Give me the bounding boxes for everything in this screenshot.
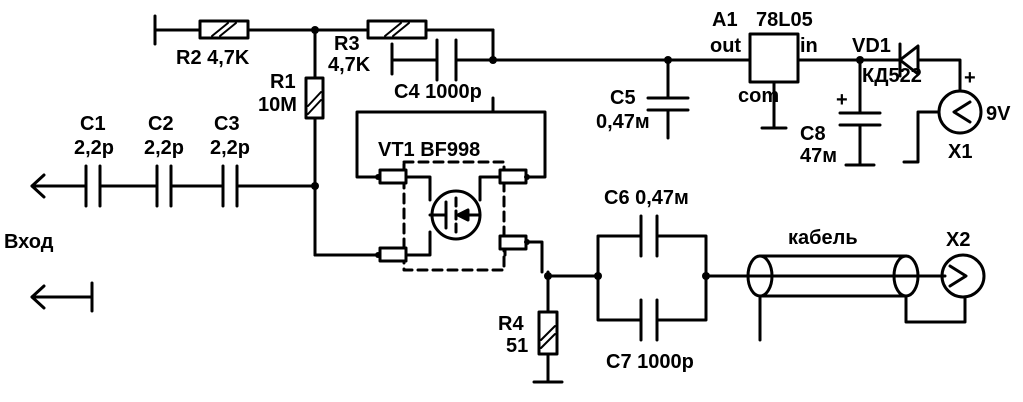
c6-label: C6 0,47м <box>604 187 689 209</box>
battery-voltage-label: 9V <box>986 103 1011 125</box>
resistor-r4 <box>532 270 564 384</box>
capacitor-c8 <box>838 58 882 167</box>
resistor-r3 <box>366 19 428 40</box>
ground-arrow <box>30 281 94 313</box>
mosfet-symbol <box>428 189 482 241</box>
a1-out-label: out <box>710 35 741 57</box>
junction-c6c7-right <box>702 272 710 280</box>
r3-value-label: 4,7K <box>328 54 371 76</box>
vd1-name-label: VD1 <box>852 35 891 57</box>
a1-name-label: A1 <box>712 9 738 31</box>
junction-top-rail <box>489 56 497 64</box>
c5-value-label: 0,47м <box>596 111 650 133</box>
input-arrow <box>30 173 87 199</box>
r1-name-label: R1 <box>270 71 296 93</box>
a1-part-label: 78L05 <box>756 9 813 31</box>
battery-plus-label: + <box>964 67 976 89</box>
r3-name-label: R3 <box>334 33 360 55</box>
r2-label: R2 4,7K <box>176 47 250 69</box>
c2-value-label: 2,2p <box>144 137 184 159</box>
output-coupling-wires <box>546 234 762 322</box>
vd1-part-label: КД522 <box>862 65 922 87</box>
junction-c5 <box>664 56 672 64</box>
c8-value-label: 47м <box>800 145 837 167</box>
vt1-label: VT1 BF998 <box>378 139 480 161</box>
x2-label: X2 <box>946 229 970 251</box>
c1-name-label: C1 <box>80 113 106 135</box>
diode-vd1 <box>898 42 962 92</box>
cable-label: кабель <box>788 227 858 249</box>
capacitor-c7 <box>639 298 659 342</box>
capacitor-c5 <box>646 58 690 140</box>
a1-in-label: in <box>800 35 818 57</box>
r4-name-label: R4 <box>498 313 524 335</box>
x1-label: X1 <box>948 141 972 163</box>
c3-value-label: 2,2p <box>210 137 250 159</box>
battery-connector-x1 <box>902 89 983 164</box>
capacitor-c3 <box>221 164 239 208</box>
capacitor-c1 <box>84 164 102 208</box>
a1-com-label: com <box>738 85 779 107</box>
r1-value-label: 10M <box>258 94 297 116</box>
capacitor-c4 <box>390 38 458 82</box>
c8-plus-label: + <box>836 89 848 111</box>
junction-r1-top <box>311 26 319 34</box>
c4-label: C4 1000p <box>394 81 482 103</box>
capacitor-c6 <box>639 214 659 258</box>
resistor-r1 <box>304 28 325 257</box>
c5-name-label: C5 <box>610 87 636 109</box>
junction-c6c7-left <box>594 272 602 280</box>
c2-name-label: C2 <box>148 113 174 135</box>
r4-value-label: 51 <box>506 335 528 357</box>
c1-value-label: 2,2p <box>74 137 114 159</box>
c7-label: C7 1000p <box>606 351 694 373</box>
connector-x2 <box>940 253 986 299</box>
c3-name-label: C3 <box>214 113 240 135</box>
vt1-package-outline <box>402 160 506 272</box>
c8-name-label: C8 <box>800 123 826 145</box>
regulator-a1 <box>748 32 902 130</box>
resistor-r2 <box>198 19 250 40</box>
top-rail-wires <box>153 14 752 62</box>
coax-cable <box>746 254 967 342</box>
input-label: Вход <box>4 231 54 253</box>
vt1-pins <box>375 168 530 263</box>
capacitor-c2 <box>155 164 173 208</box>
